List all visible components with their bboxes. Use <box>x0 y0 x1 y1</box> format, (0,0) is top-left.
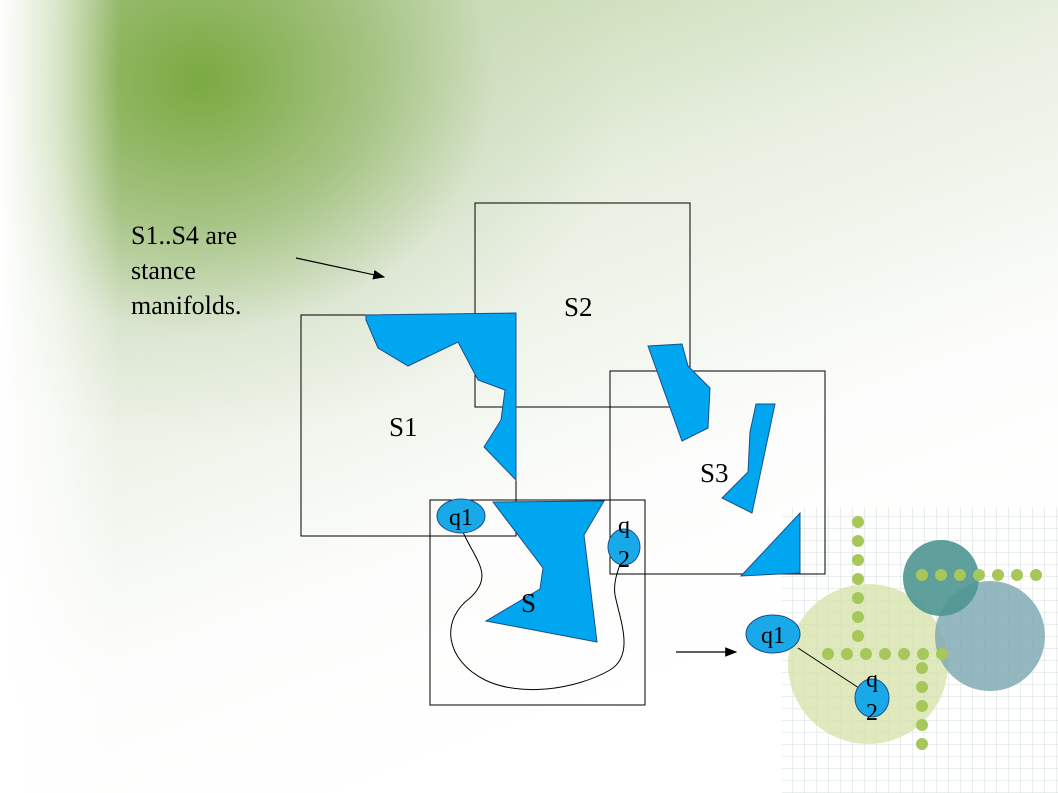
region-s3-corner <box>739 511 801 577</box>
node-q2-s4: q 2 <box>607 513 641 573</box>
label-s2: S2 <box>564 292 593 322</box>
node-q1-s4: q1 <box>436 498 486 534</box>
caption-line-1: S1..S4 are <box>131 221 238 250</box>
region-s4 <box>484 500 605 643</box>
caption-text: S1..S4 are stance manifolds. <box>131 218 242 323</box>
node-q1-reduced-label: q1 <box>761 623 785 649</box>
trajectory-path <box>450 529 625 691</box>
node-q2-reduced-label-top: q <box>866 667 878 693</box>
label-s4: S <box>521 588 536 618</box>
q1-q2-connector <box>797 647 863 691</box>
node-q1-s4-label: q1 <box>449 505 473 531</box>
ornament-circle-green <box>788 584 948 744</box>
label-s1: S1 <box>389 412 418 442</box>
ornament-dots <box>822 516 1042 750</box>
label-s3: S3 <box>700 458 729 488</box>
node-q2-s4-label-bottom: 2 <box>618 547 630 573</box>
manifold-s4-frame <box>429 499 646 706</box>
region-s1-s2 <box>365 312 517 482</box>
manifold-s3-frame <box>609 370 826 575</box>
node-q1-reduced: q1 <box>745 614 801 654</box>
caption-line-3: manifolds. <box>131 291 242 320</box>
node-q2-reduced: q 2 <box>854 667 890 726</box>
node-q2-s4-label-top: q <box>618 513 630 539</box>
manifold-s2-frame <box>474 202 691 408</box>
background-left-fade <box>0 0 120 793</box>
node-q2-reduced-label-bottom: 2 <box>866 700 878 726</box>
region-s3-sliver <box>721 403 776 514</box>
caption-arrow <box>295 257 386 280</box>
corner-ornament <box>782 507 1058 793</box>
region-s2-s3 <box>647 343 711 442</box>
caption-line-2: stance <box>131 256 196 285</box>
